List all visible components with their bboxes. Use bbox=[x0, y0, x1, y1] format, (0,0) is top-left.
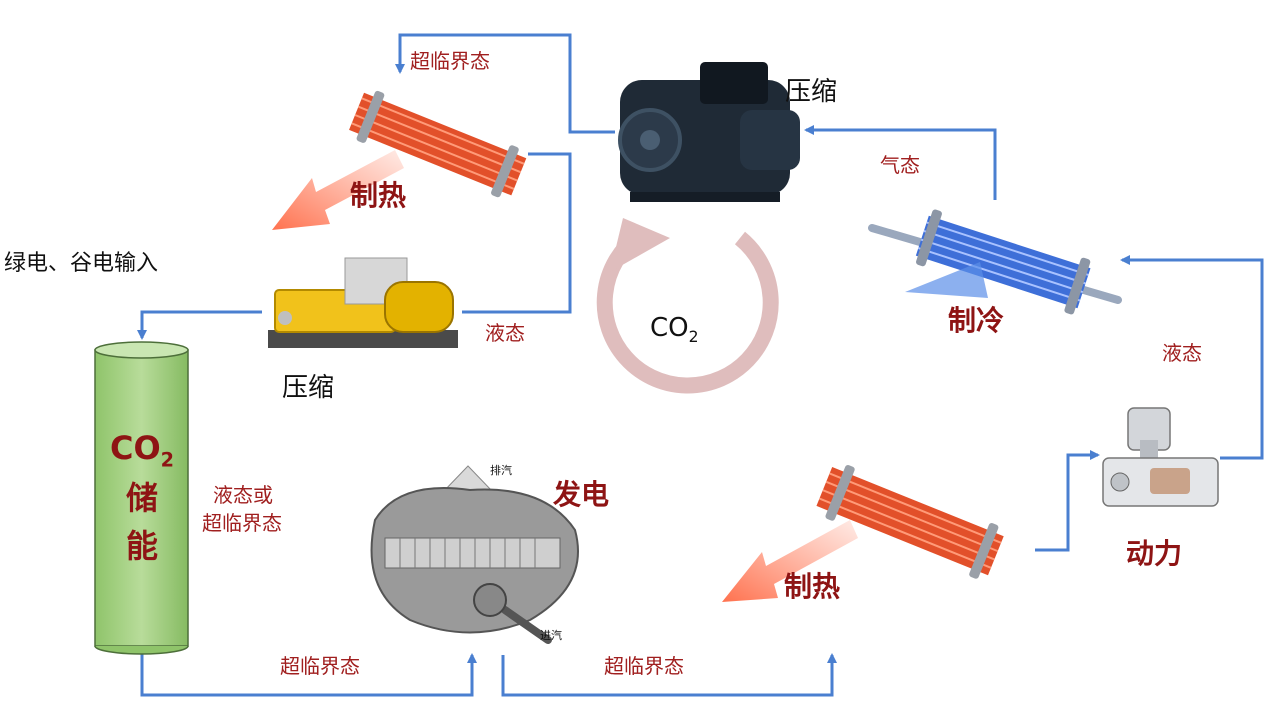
compressor-icon bbox=[618, 62, 800, 202]
flow-lines bbox=[137, 33, 1264, 697]
turbine-icon bbox=[370, 465, 579, 644]
expansion-valve-icon bbox=[1102, 407, 1219, 507]
storage-char-2: 能 bbox=[125, 527, 158, 565]
label-turbine-exhaust: 排汽 bbox=[490, 464, 512, 477]
label-supercritical-bottom-left: 超临界态 bbox=[280, 654, 360, 678]
evaporator-icon bbox=[868, 209, 1122, 315]
label-compress-top: 压缩 bbox=[785, 77, 838, 107]
label-compress-left: 压缩 bbox=[282, 373, 335, 403]
label-heating-top: 制热 bbox=[350, 179, 407, 212]
flow-bottom-heater-to-valve bbox=[1035, 450, 1100, 552]
flow-compressor-to-top-heater bbox=[395, 33, 615, 134]
bottom-heater-icon bbox=[722, 464, 1004, 602]
label-supercritical-bottom-mid: 超临界态 bbox=[604, 654, 684, 678]
co2-storage-tank bbox=[94, 341, 189, 655]
pump-icon bbox=[268, 257, 458, 348]
label-gaseous: 气态 bbox=[880, 153, 920, 177]
label-turbine-intake: 进汽 bbox=[540, 629, 562, 642]
flow-valve-to-evaporator bbox=[1120, 255, 1264, 460]
label-power: 动力 bbox=[1126, 537, 1183, 570]
label-liquid-mid: 液态 bbox=[485, 321, 525, 345]
input-label: 绿电、谷电输入 bbox=[4, 251, 159, 276]
top-heater-icon bbox=[272, 90, 527, 230]
label-supercritical-top: 超临界态 bbox=[410, 49, 490, 73]
flow-tank-to-turbine bbox=[140, 648, 477, 697]
label-storage-state-2: 超临界态 bbox=[202, 511, 282, 535]
flow-top-heater-to-pump bbox=[462, 152, 572, 314]
label-liquid-right: 液态 bbox=[1162, 341, 1202, 365]
flow-evaporator-to-compressor bbox=[804, 125, 997, 200]
label-cooling: 制冷 bbox=[948, 304, 1005, 337]
center-co2-label: CO2 bbox=[650, 313, 699, 347]
storage-char-1: 储 bbox=[125, 479, 158, 517]
label-storage-state-1: 液态或 bbox=[213, 483, 273, 507]
flow-pump-to-tank bbox=[137, 310, 262, 340]
label-heating-bottom: 制热 bbox=[784, 570, 841, 603]
storage-co2-label: CO2 bbox=[109, 429, 175, 472]
flow-turbine-to-bottom-heater bbox=[501, 653, 837, 697]
cycle-ring-icon bbox=[596, 218, 779, 394]
label-power-gen: 发电 bbox=[553, 478, 610, 511]
